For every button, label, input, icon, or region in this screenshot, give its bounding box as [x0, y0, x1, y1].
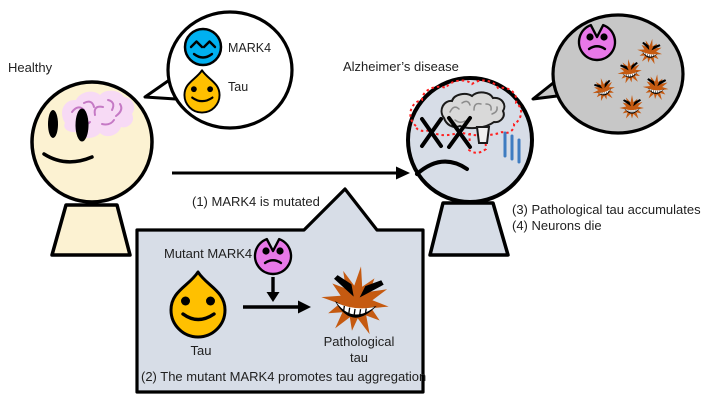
- healthy-body: [50, 203, 132, 257]
- panel-outline: [135, 187, 425, 394]
- bubble-body: [551, 13, 685, 135]
- mutation-arrow: [172, 166, 410, 180]
- mark4-icon: [183, 27, 223, 67]
- mark4-label: MARK4: [228, 41, 271, 55]
- atrophied-brain-outline: [409, 79, 522, 154]
- shrunken-brain-squiggles: [449, 100, 498, 124]
- aggregation-right-arrow: [243, 300, 311, 314]
- alzheimers-label: Alzheimer’s disease: [343, 59, 459, 74]
- step1-label: (1) MARK4 is mutated: [192, 194, 320, 209]
- step2-label: (2) The mutant MARK4 promotes tau aggreg…: [141, 369, 426, 384]
- diseased-body: [428, 201, 510, 257]
- step3-label: (3) Pathological tau accumulates: [512, 202, 701, 217]
- frown-mouth: [415, 159, 469, 176]
- mechanism-panel: Mutant MARK4 Tau Pathological tau (2) Th…: [135, 187, 426, 394]
- healthy-label: Healthy: [8, 60, 53, 75]
- alzheimers-person: [406, 76, 534, 257]
- healthy-speech-bubble: MARK4 Tau: [143, 10, 294, 130]
- right-eye: [75, 108, 89, 142]
- left-eye: [48, 110, 58, 138]
- promotes-down-arrow: [266, 277, 280, 302]
- happy-closed-eyes: [189, 40, 217, 49]
- arrowhead: [298, 300, 311, 314]
- pathological-tau-label-line2: tau: [350, 350, 368, 365]
- arrowhead: [266, 292, 280, 302]
- mutant-mark4-label: Mutant MARK4: [164, 246, 252, 261]
- pathological-tau-label-line1: Pathological: [324, 334, 395, 349]
- step4-label: (4) Neurons die: [512, 218, 602, 233]
- tau-panel-label: Tau: [191, 343, 212, 358]
- stress-lines-icon: [503, 131, 521, 164]
- tau-label: Tau: [228, 80, 248, 94]
- healthy-person: [30, 80, 154, 257]
- smile-mouth: [192, 52, 214, 59]
- bubble-body: [166, 10, 294, 130]
- smile-mouth: [42, 152, 94, 164]
- arrowhead: [396, 166, 410, 180]
- dead-cross-marks: [420, 116, 472, 149]
- brain-stem: [475, 126, 491, 144]
- diseased-speech-bubble: [531, 13, 685, 135]
